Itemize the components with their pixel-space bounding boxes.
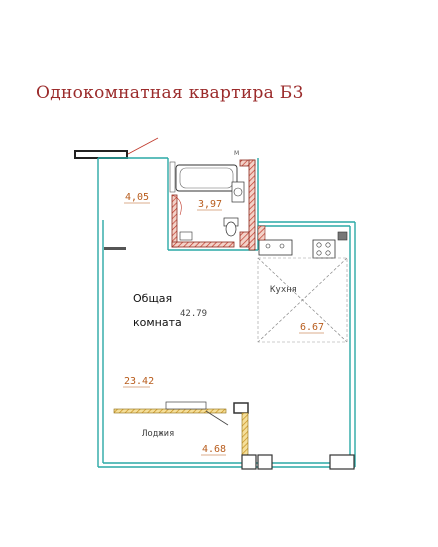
kitchen-area: 6.67	[300, 322, 324, 333]
leader-line	[127, 137, 159, 155]
bathroom-fixtures	[179, 181, 245, 241]
loggia-name: Лоджия	[142, 429, 175, 439]
balcony-slab	[74, 150, 128, 159]
bathtub	[175, 164, 238, 192]
living-room-name-line2: комната	[133, 316, 182, 329]
hall-area: 4,05	[125, 192, 149, 203]
bathroom-door-swing	[171, 194, 182, 216]
bathroom-area: 3,97	[198, 199, 222, 210]
living-total-area: 23.42	[124, 376, 154, 387]
kitchen-name: Кухня	[270, 285, 297, 295]
north-marker: M	[234, 150, 239, 157]
kitchen-block	[257, 225, 348, 343]
outer-walls	[97, 157, 356, 468]
loggia-area: 4.68	[202, 444, 226, 455]
partition-stub	[104, 247, 126, 250]
plan-title: Однокомнатная квартира Б3	[36, 83, 304, 103]
bathroom-walls	[169, 159, 256, 251]
living-room-area: 42.79	[180, 309, 207, 319]
living-room-name-line1: Общая	[133, 292, 172, 305]
loggia-railing	[113, 401, 355, 470]
